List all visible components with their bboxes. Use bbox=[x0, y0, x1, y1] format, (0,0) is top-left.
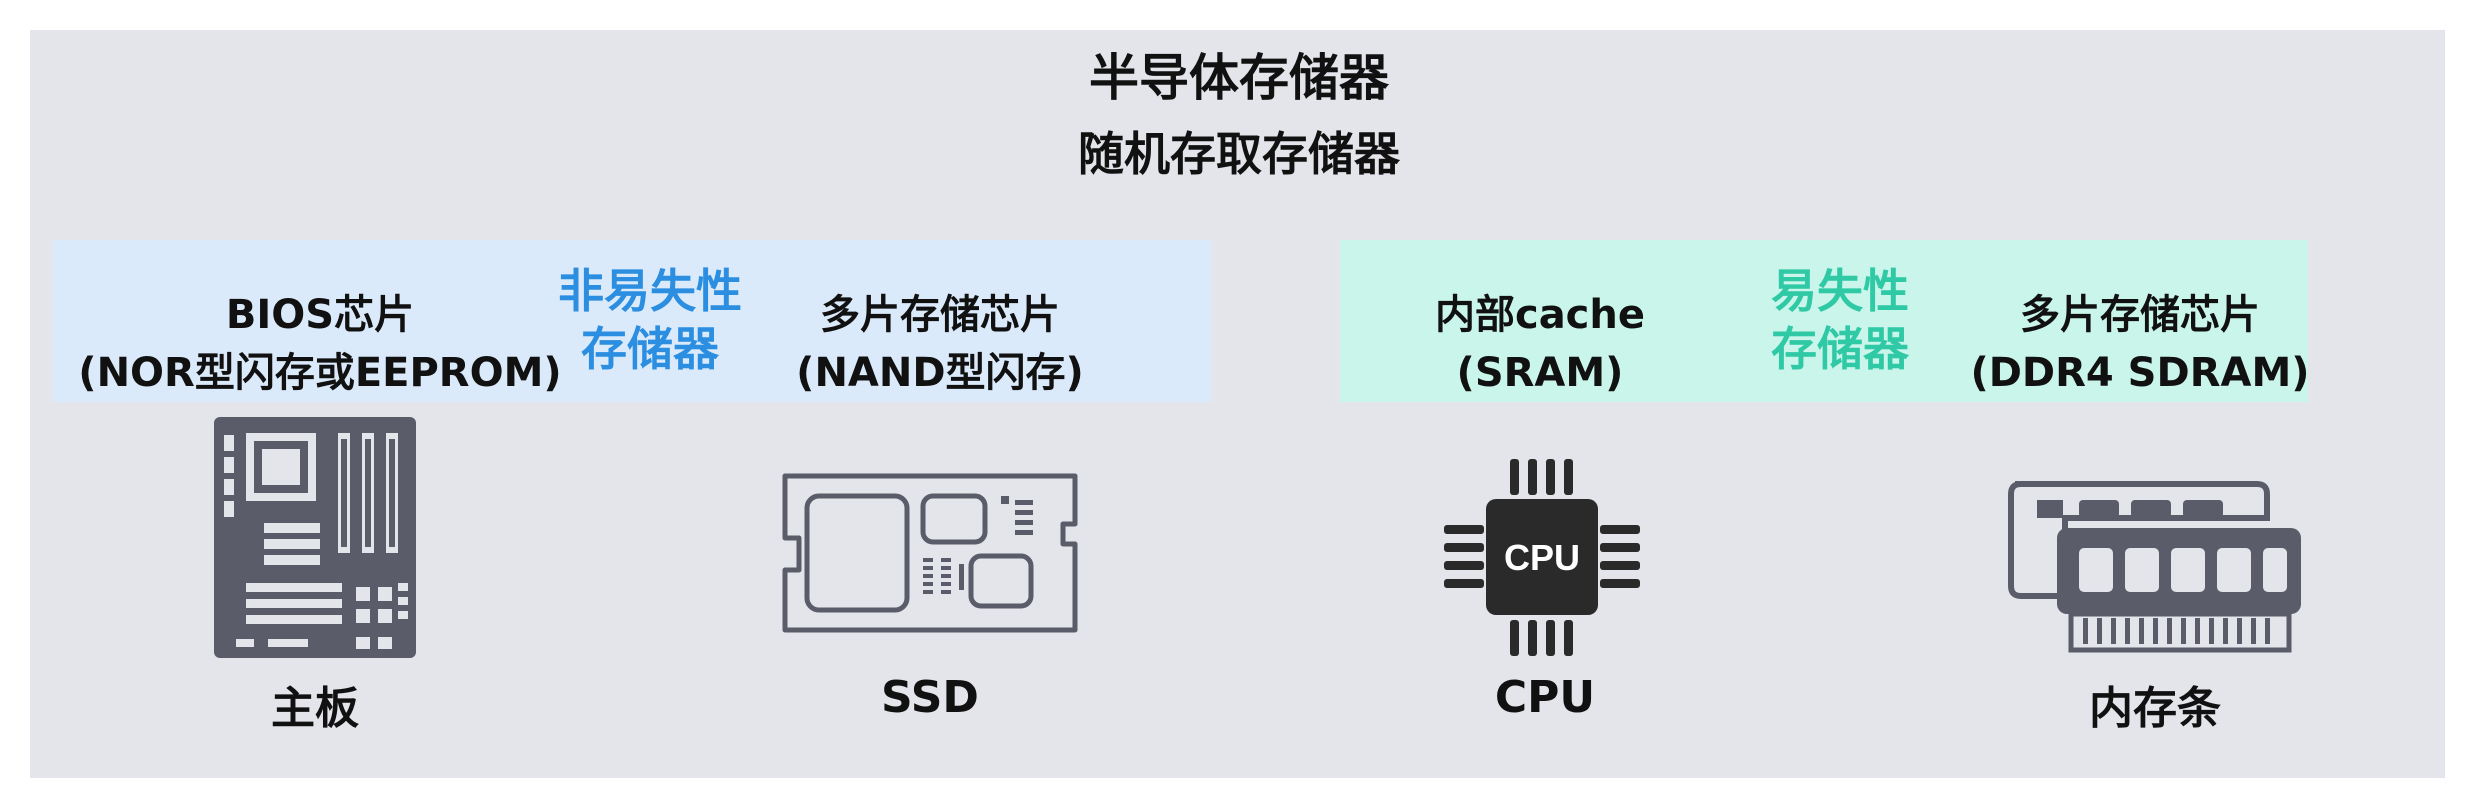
cpu-icon: CPU bbox=[1444, 459, 1640, 656]
diagram-subtitle: 随机存取存储器 bbox=[1078, 127, 1400, 181]
diagram-panel bbox=[30, 30, 2445, 778]
volatile-category-label: 易失性 存储器 bbox=[1771, 264, 1909, 376]
cpu-chip-text: CPU bbox=[1504, 537, 1580, 578]
motherboard-caption: 主板 bbox=[271, 683, 359, 734]
nonvolatile-band bbox=[52, 240, 1212, 402]
cache-chip-label: 内部cache (SRAM) bbox=[1434, 292, 1646, 396]
motherboard-icon bbox=[214, 417, 416, 658]
bios-chip-label: BIOS芯片 (NOR型闪存或EEPROM) bbox=[78, 292, 562, 396]
dram-chip-label: 多片存储芯片 (DDR4 SDRAM) bbox=[1970, 292, 2310, 396]
nonvolatile-category-label: 非易失性 存储器 bbox=[558, 264, 742, 376]
volatile-band bbox=[1340, 240, 2308, 402]
nand-chip-label: 多片存储芯片 (NAND型闪存) bbox=[796, 292, 1084, 396]
ssd-caption: SSD bbox=[881, 672, 979, 723]
ram-icon bbox=[2008, 481, 2301, 653]
diagram-title: 半导体存储器 bbox=[1089, 49, 1389, 107]
cpu-caption: CPU bbox=[1494, 672, 1596, 723]
ram-caption: 内存条 bbox=[2089, 683, 2221, 734]
ssd-icon bbox=[782, 473, 1078, 633]
